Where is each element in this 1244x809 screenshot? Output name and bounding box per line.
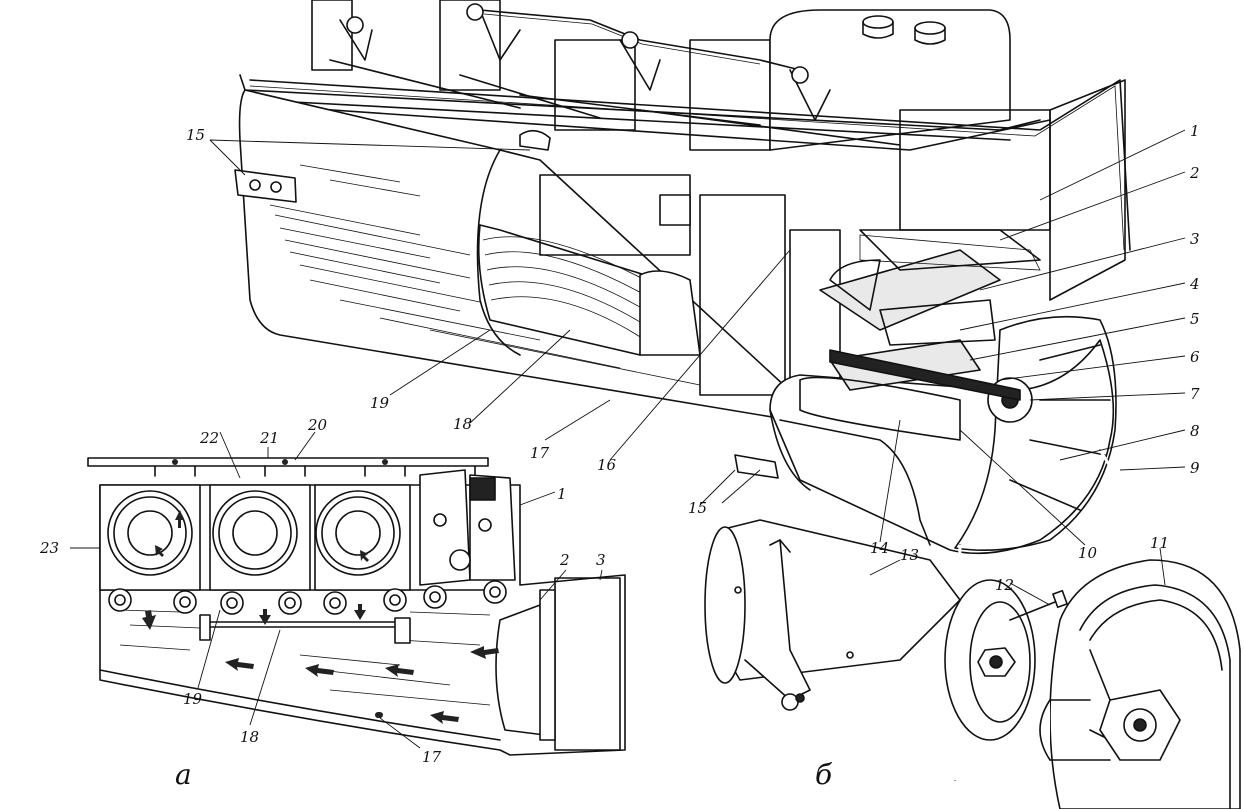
detail-caption-b: б <box>815 758 833 791</box>
callout-9: 9 <box>1190 459 1200 477</box>
inset-callout-23: 23 <box>39 539 59 557</box>
inset-callout-2: 2 <box>559 551 570 569</box>
callout-3: 3 <box>1190 230 1200 248</box>
callout-4: 4 <box>1189 275 1200 293</box>
callout-12: 12 <box>995 576 1014 594</box>
engine-assembly <box>234 0 1240 781</box>
crankshaft-pulley <box>1039 559 1241 809</box>
generator-detail <box>704 519 1241 809</box>
callout-13: 13 <box>900 546 919 564</box>
callout-17: 17 <box>530 444 550 462</box>
callout-15-side: 15 <box>688 499 707 517</box>
fuel-pipes <box>249 3 1131 251</box>
inset-callout-1: 1 <box>557 485 567 503</box>
callout-18: 18 <box>453 415 472 433</box>
callout-labels: 1 2 3 4 5 6 7 8 9 10 11 12 13 14 15 15 1… <box>39 122 1200 791</box>
clamp-bracket-top <box>234 169 297 203</box>
inset-callout-20: 20 <box>307 416 328 434</box>
cross-section-inset <box>87 457 626 756</box>
inset-caption-a: а <box>175 758 192 791</box>
finned-cylinders <box>477 174 841 411</box>
top-frame <box>239 59 1051 151</box>
callout-8: 8 <box>1190 422 1200 440</box>
inset-callout-18: 18 <box>240 728 259 746</box>
callout-11: 11 <box>1150 534 1169 552</box>
callout-1: 1 <box>1190 122 1200 140</box>
callout-6: 6 <box>1190 348 1200 366</box>
inset-callout-22: 22 <box>199 429 219 447</box>
callout-19: 19 <box>370 394 390 412</box>
clamp-bracket-side <box>734 454 779 479</box>
clamp-bracket-mid <box>519 129 551 151</box>
airflow-arrows <box>142 510 499 724</box>
callout-16: 16 <box>597 456 617 474</box>
callout-14: 14 <box>870 539 889 557</box>
inset-callout-3: 3 <box>596 551 606 569</box>
callout-5: 5 <box>1190 310 1200 328</box>
inset-callout-19: 19 <box>183 690 203 708</box>
callout-7: 7 <box>1190 385 1200 403</box>
callout-10: 10 <box>1078 544 1098 562</box>
leader-lines <box>70 129 1186 749</box>
cylinder-sections <box>99 484 411 591</box>
fan-housing <box>769 229 1117 555</box>
inset-callout-17: 17 <box>422 748 442 766</box>
callout-2: 2 <box>1189 164 1200 182</box>
callout-15-top: 15 <box>186 126 205 144</box>
inset-callout-21: 21 <box>259 429 279 447</box>
